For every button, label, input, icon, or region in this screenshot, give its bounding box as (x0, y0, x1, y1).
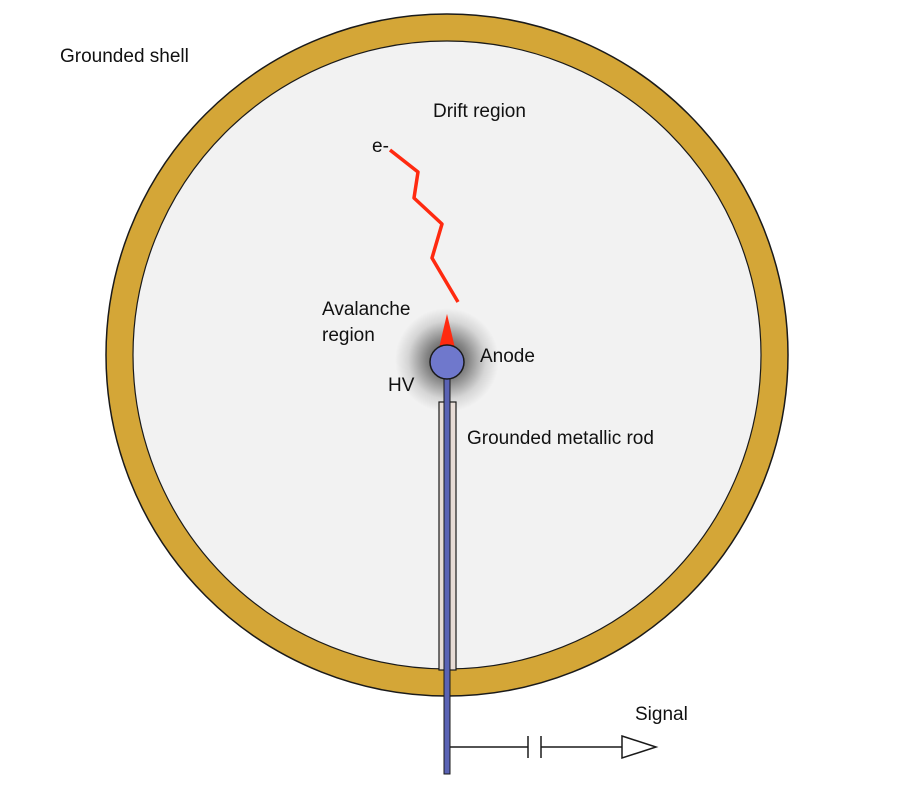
signal-label: Signal (635, 704, 688, 725)
signal-readout (450, 734, 659, 760)
avalanche-cone (439, 314, 455, 348)
grounded-shell-label: Grounded shell (60, 46, 189, 67)
avalanche-region-label-line2: region (322, 325, 375, 346)
signal-wire (443, 377, 451, 775)
signal-arrow-icon (621, 734, 659, 760)
avalanche-region-label-line1: Avalanche (322, 299, 410, 320)
anode-label: Anode (480, 346, 535, 367)
anode-sphere (429, 344, 465, 380)
grounded-metallic-rod-label: Grounded metallic rod (467, 428, 654, 449)
drift-region-label: Drift region (433, 101, 526, 122)
hv-label: HV (388, 375, 415, 396)
electron-label: e- (372, 136, 389, 157)
electron-drift-path (388, 148, 460, 303)
